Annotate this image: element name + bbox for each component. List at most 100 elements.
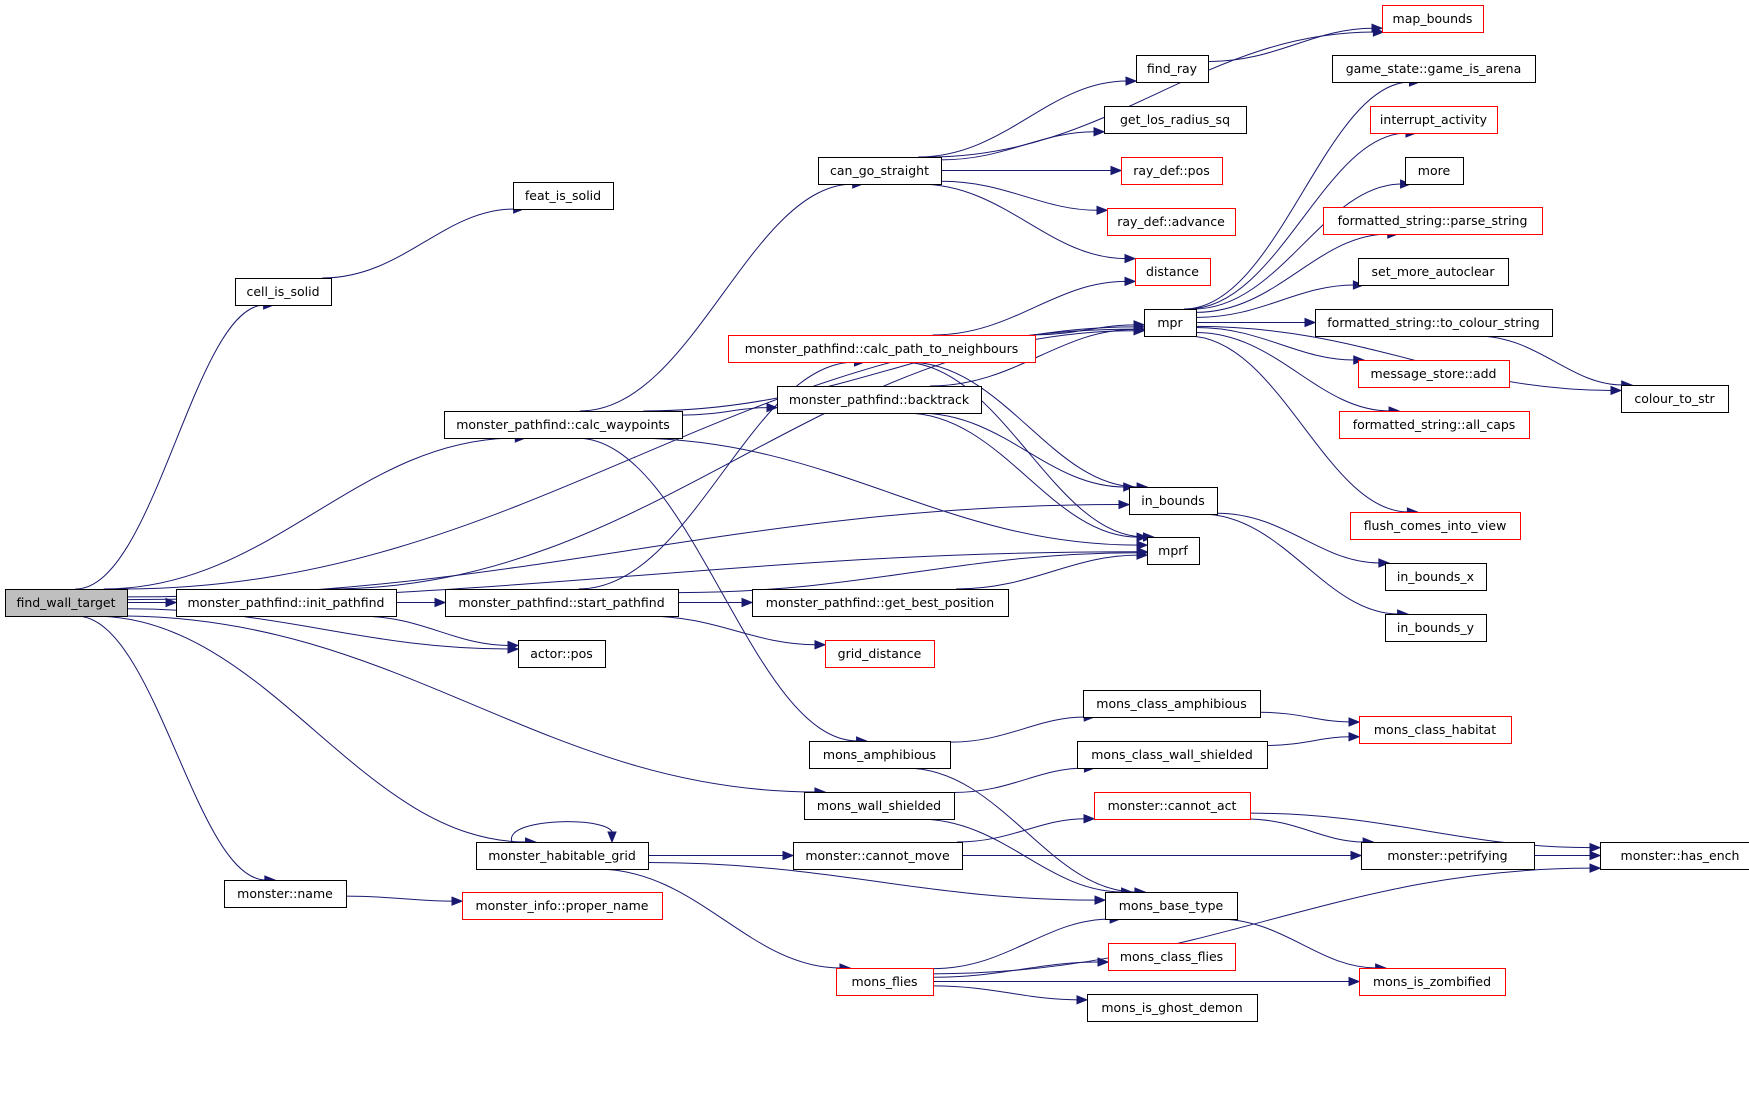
node-colour-to-str[interactable]: colour_to_str xyxy=(1621,385,1729,413)
edge-can_go_straight-to-distance xyxy=(918,183,1137,264)
node-grid-distance[interactable]: grid_distance xyxy=(825,640,935,668)
node-backtrack[interactable]: monster_pathfind::backtrack xyxy=(777,386,982,414)
node-box xyxy=(1094,792,1251,820)
edge-arrowhead xyxy=(1096,205,1109,216)
node-mons-class-amphibious[interactable]: mons_class_amphibious xyxy=(1083,690,1261,718)
node-box xyxy=(1147,537,1200,565)
node-habitable-grid[interactable]: monster_habitable_grid xyxy=(476,842,649,870)
node-in-bounds[interactable]: in_bounds xyxy=(1129,487,1218,515)
node-all-caps[interactable]: formatted_string::all_caps xyxy=(1339,411,1530,439)
edge-arrowhead xyxy=(1348,731,1361,742)
node-init-pathfind[interactable]: monster_pathfind::init_pathfind xyxy=(176,589,397,617)
node-in-bounds-y[interactable]: in_bounds_y xyxy=(1385,614,1487,642)
node-label: game_state::game_is_arena xyxy=(1346,61,1522,76)
node-distance[interactable]: distance xyxy=(1135,258,1211,286)
node-has-ench[interactable]: monster::has_ench xyxy=(1600,842,1749,870)
node-calc-path[interactable]: monster_pathfind::calc_path_to_neighbour… xyxy=(728,335,1036,363)
node-label: find_wall_target xyxy=(16,595,115,610)
node-set-more-autoclear[interactable]: set_more_autoclear xyxy=(1358,258,1509,286)
edge-arrowhead xyxy=(1123,482,1136,492)
node-label: mons_wall_shielded xyxy=(817,798,941,813)
node-mons-amphibious[interactable]: mons_amphibious xyxy=(809,741,951,769)
edge-line xyxy=(322,208,515,279)
edge-habitable_grid-to-cannot_move xyxy=(647,850,795,861)
node-feat-is-solid[interactable]: feat_is_solid xyxy=(513,182,614,210)
node-mons-flies[interactable]: mons_flies xyxy=(836,968,934,996)
node-mons-wall-shielded[interactable]: mons_wall_shielded xyxy=(804,792,955,820)
edge-find_wall_target-to-habitable_grid xyxy=(92,615,537,847)
node-petrifying[interactable]: monster::petrifying xyxy=(1361,842,1535,870)
node-box xyxy=(1135,258,1211,286)
node-label: mons_base_type xyxy=(1119,898,1224,913)
node-interrupt-activity[interactable]: interrupt_activity xyxy=(1370,106,1498,134)
edge-arrowhead xyxy=(1610,385,1623,396)
edge-line xyxy=(596,868,841,969)
node-label: mprf xyxy=(1158,543,1188,558)
node-mons-is-ghost-demon[interactable]: mons_is_ghost_demon xyxy=(1087,994,1258,1022)
node-find-wall-target: find_wall_target xyxy=(5,589,128,617)
node-box xyxy=(1087,994,1258,1022)
node-cannot-move[interactable]: monster::cannot_move xyxy=(793,842,963,870)
node-label: actor::pos xyxy=(530,646,593,661)
node-ray-def-pos[interactable]: ray_def::pos xyxy=(1121,157,1223,185)
edge-line xyxy=(1195,284,1355,318)
edge-find_wall_target-to-calc_waypoints xyxy=(103,433,527,590)
node-in-bounds-x[interactable]: in_bounds_x xyxy=(1385,563,1487,591)
edge-line xyxy=(647,862,1097,901)
node-message-store-add[interactable]: message_store::add xyxy=(1358,360,1510,388)
node-map-bounds[interactable]: map_bounds xyxy=(1382,5,1484,33)
edge-mons_wall_shielded-to-mons_class_wall_shielded xyxy=(953,763,1096,793)
edge-line xyxy=(957,818,1086,843)
node-mons-class-flies[interactable]: mons_class_flies xyxy=(1108,943,1236,971)
edge-line xyxy=(932,918,1112,970)
node-box xyxy=(1105,892,1238,920)
node-mons-base-type[interactable]: mons_base_type xyxy=(1105,892,1238,920)
node-box xyxy=(176,589,397,617)
node-box xyxy=(1108,943,1236,971)
edge-line xyxy=(1193,183,1402,310)
edge-line xyxy=(575,437,858,742)
edge-line xyxy=(905,412,1139,538)
node-find-ray[interactable]: find_ray xyxy=(1136,55,1209,83)
node-box xyxy=(1358,360,1510,388)
node-box xyxy=(728,335,1036,363)
node-cell-is-solid[interactable]: cell_is_solid xyxy=(235,278,332,306)
edge-line xyxy=(907,361,1139,488)
node-box xyxy=(1107,208,1236,236)
node-more[interactable]: more xyxy=(1405,157,1464,185)
node-monster-name[interactable]: monster::name xyxy=(224,880,347,908)
node-calc-waypoints[interactable]: monster_pathfind::calc_waypoints xyxy=(444,411,683,439)
node-start-pathfind[interactable]: monster_pathfind::start_pathfind xyxy=(445,589,679,617)
edge-mons_amphibious-to-mons_class_amphibious xyxy=(949,712,1096,743)
node-layer: find_wall_target cell_is_solid feat_is_sol… xyxy=(5,5,1749,1022)
node-mpr[interactable]: mpr xyxy=(1144,309,1197,337)
node-ray-def-advance[interactable]: ray_def::advance xyxy=(1107,208,1236,236)
node-game-is-arena[interactable]: game_state::game_is_arena xyxy=(1332,55,1536,83)
edge-line xyxy=(1207,27,1374,63)
edge-arrowhead xyxy=(1350,850,1363,861)
node-label: monster_pathfind::start_pathfind xyxy=(458,595,664,610)
node-flush-comes-into-view[interactable]: flush_comes_into_view xyxy=(1350,512,1521,540)
node-cannot-act[interactable]: monster::cannot_act xyxy=(1094,792,1251,820)
node-mons-is-zombified[interactable]: mons_is_zombified xyxy=(1359,968,1506,996)
node-mons-class-habitat[interactable]: mons_class_habitat xyxy=(1359,716,1512,744)
edge-line xyxy=(918,412,1125,488)
node-label: message_store::add xyxy=(1371,366,1497,381)
node-mprf[interactable]: mprf xyxy=(1147,537,1200,565)
node-proper-name[interactable]: monster_info::proper_name xyxy=(462,892,663,920)
edge-arrowhead xyxy=(507,640,520,651)
node-label: mons_is_zombified xyxy=(1373,974,1491,989)
node-get-best-position[interactable]: monster_pathfind::get_best_position xyxy=(752,589,1009,617)
edge-arrowhead xyxy=(1589,850,1602,861)
node-actor-pos[interactable]: actor::pos xyxy=(518,640,606,668)
node-get-los-radius-sq[interactable]: get_los_radius_sq xyxy=(1104,106,1247,134)
node-label: cell_is_solid xyxy=(246,284,319,299)
node-parse-string[interactable]: formatted_string::parse_string xyxy=(1323,207,1543,235)
node-to-colour-string[interactable]: formatted_string::to_colour_string xyxy=(1315,309,1553,337)
node-mons-class-wall-shielded[interactable]: mons_class_wall_shielded xyxy=(1077,741,1268,769)
node-box xyxy=(1385,614,1487,642)
node-can-go-straight[interactable]: can_go_straight xyxy=(818,157,942,185)
edge-calc_path-to-distance xyxy=(932,276,1137,336)
edge-arrowhead xyxy=(607,831,617,844)
edge-find_ray-to-map_bounds xyxy=(1207,23,1384,63)
